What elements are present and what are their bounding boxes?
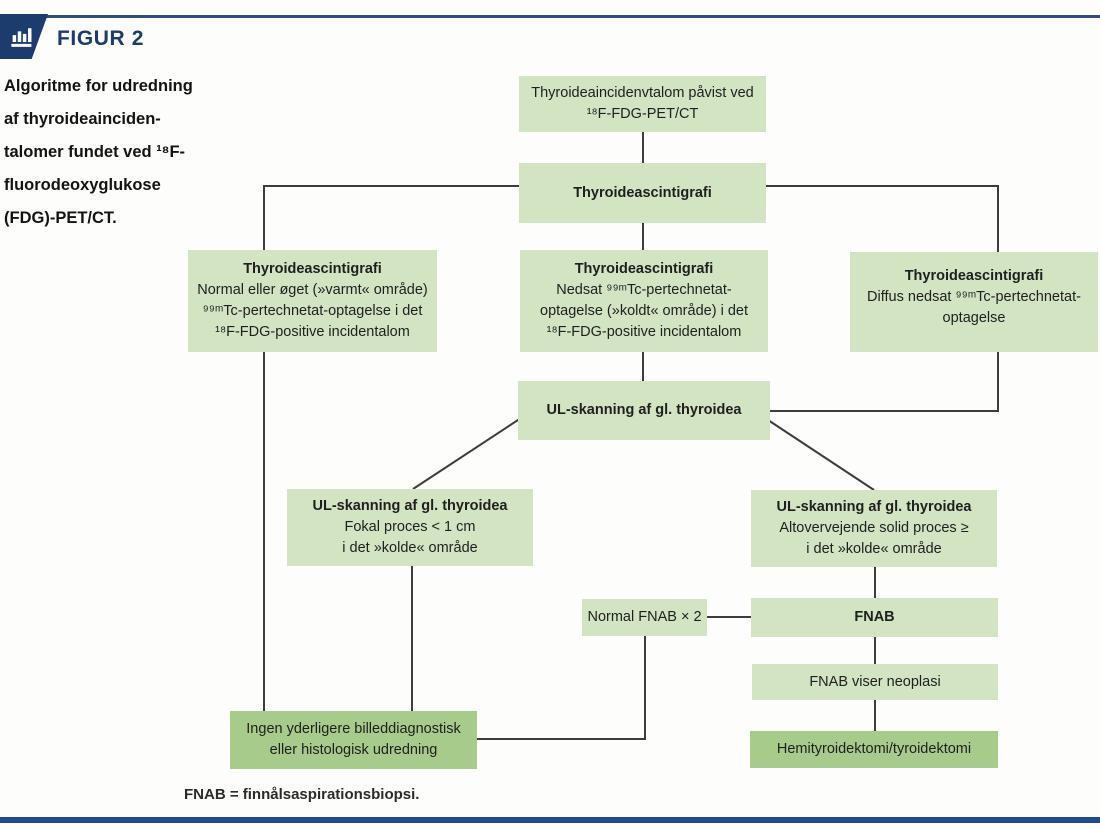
node-line: Fokal proces < 1 cm (344, 519, 476, 535)
connector (997, 352, 999, 412)
node-incidentalom: Thyroideaincidenvtalom påvist ved ¹⁸F-FD… (519, 76, 766, 132)
figure-caption: Algoritme for udredning af thyroideainci… (4, 70, 193, 235)
connector (874, 567, 876, 599)
caption-line: talomer fundet ved ¹⁸F- (4, 143, 186, 161)
connector (263, 185, 520, 187)
caption-line: Algoritme for udredning (4, 77, 193, 95)
node-line: optagelse (»koldt« område) i det (540, 303, 748, 319)
node-fnab-neoplasi: FNAB viser neoplasi (752, 664, 998, 700)
node-hemithyroidectomy: Hemityroidektomi/tyroidektomi (750, 731, 998, 768)
connector (477, 738, 646, 740)
node-normal-fnab: Normal FNAB × 2 (582, 599, 707, 636)
node-line: optagelse (942, 310, 1006, 326)
node-line: Hemityroidektomi/tyroidektomi (776, 741, 972, 757)
node-line: ¹⁸F-FDG-PET/CT (586, 106, 699, 122)
node-line: FNAB viser neoplasi (809, 673, 941, 690)
node-title: UL-skanning af gl. thyroidea (546, 402, 742, 418)
node-line: ¹⁸F-FDG-positive incidentalom (215, 324, 410, 340)
node-line: i det »kolde« område (342, 540, 478, 556)
node-ul-focal: UL-skanning af gl. thyroidea Fokal proce… (287, 489, 533, 566)
node-line: Diffus nedsat ⁹⁹ᵐTc-pertechnetat- (867, 289, 1081, 305)
connector (707, 616, 752, 618)
node-title: FNAB (854, 609, 895, 625)
node-title: UL-skanning af gl. thyroidea (312, 498, 508, 514)
footnote: FNAB = finnålsaspirationsbiopsi. (184, 786, 420, 803)
connector (874, 700, 876, 732)
node-line: Ingen yderligere billeddiagnostisk (246, 721, 461, 737)
node-line: Normal eller øget (»varmt« område) (197, 282, 428, 298)
bottom-rule (0, 817, 1100, 823)
connector (642, 352, 644, 382)
node-fnab: FNAB (751, 598, 998, 637)
node-line: Normal FNAB × 2 (587, 609, 702, 625)
connector (263, 352, 265, 712)
connector (263, 185, 265, 251)
connector (642, 223, 644, 251)
node-scint-diffuse: Thyroideascintigrafi Diffus nedsat ⁹⁹ᵐTc… (850, 252, 1098, 352)
connector (766, 185, 999, 187)
node-title: Thyroideascintigrafi (574, 261, 714, 277)
node-line: ¹⁸F-FDG-positive incidentalom (546, 324, 742, 340)
node-line: Altovervejende solid proces ≥ (779, 520, 969, 536)
node-line: eller histologisk udredning (269, 742, 438, 758)
bar-chart-icon (11, 27, 32, 47)
node-scintigrafi: Thyroideascintigrafi (519, 163, 766, 223)
node-title: Thyroideascintigrafi (904, 268, 1044, 284)
caption-line: af thyroideainciden- (4, 110, 161, 128)
figure-label: FIGUR 2 (57, 27, 145, 50)
node-title: UL-skanning af gl. thyroidea (776, 499, 972, 515)
connector (642, 132, 644, 163)
node-scint-cold: Thyroideascintigrafi Nedsat ⁹⁹ᵐTc-pertec… (520, 250, 768, 352)
connector (874, 637, 876, 665)
connector (644, 636, 646, 740)
connector (411, 566, 413, 712)
node-line: Thyroideaincidenvtalom påvist ved (531, 85, 754, 101)
connector (770, 410, 999, 412)
caption-line: (FDG)-PET/CT. (4, 209, 117, 227)
node-no-further-workup: Ingen yderligere billeddiagnostisk eller… (230, 711, 477, 769)
connector (997, 185, 999, 253)
node-line: i det »kolde« område (806, 541, 942, 557)
figure-badge (0, 14, 48, 59)
top-rule (0, 15, 1100, 18)
node-line: Nedsat ⁹⁹ᵐTc-pertechnetat- (556, 282, 732, 298)
node-scint-warm: Thyroideascintigrafi Normal eller øget (… (188, 250, 437, 352)
node-ul-main: UL-skanning af gl. thyroidea (518, 381, 770, 440)
node-title: Thyroideascintigrafi (573, 184, 712, 201)
node-title: Thyroideascintigrafi (243, 261, 382, 277)
node-line: ⁹⁹ᵐTc-pertechnetat-optagelse i det (202, 303, 423, 319)
node-ul-solid: UL-skanning af gl. thyroidea Altoverveje… (751, 490, 997, 567)
caption-line: fluorodeoxyglukose (4, 176, 161, 194)
